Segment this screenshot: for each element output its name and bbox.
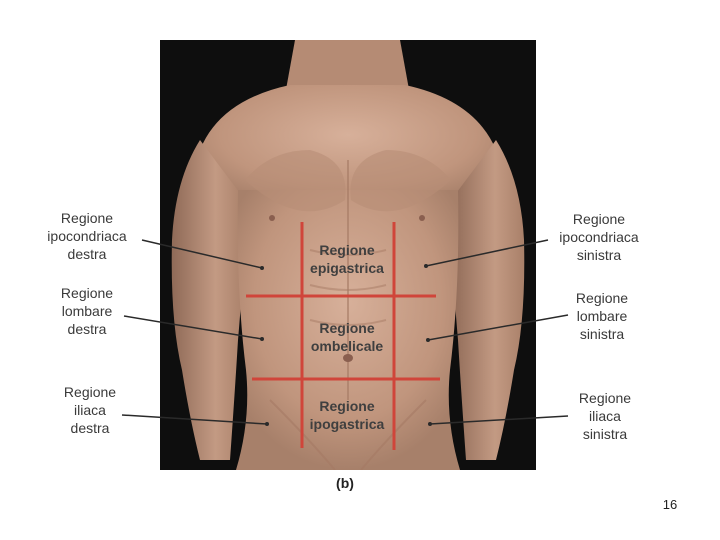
- region-hypogastric-label: Regione ipogastrica: [287, 397, 407, 433]
- label-right-hypochondriac-left-side: Regione ipocondriaca destra: [22, 209, 152, 263]
- page-number: 16: [655, 497, 685, 512]
- label-left-hypochondriac-right-side: Regione ipocondriaca sinistra: [534, 210, 664, 264]
- label-right-iliac-left-side: Regione iliaca destra: [25, 383, 155, 437]
- region-epigastric-label: Regione epigastrica: [287, 241, 407, 277]
- figure-caption: (b): [325, 475, 365, 491]
- label-right-lumbar-left-side: Regione lombare destra: [22, 284, 152, 338]
- label-left-lumbar-right-side: Regione lombare sinistra: [537, 289, 667, 343]
- region-umbilical-label: Regione ombelicale: [287, 319, 407, 355]
- label-left-iliac-right-side: Regione iliaca sinistra: [540, 389, 670, 443]
